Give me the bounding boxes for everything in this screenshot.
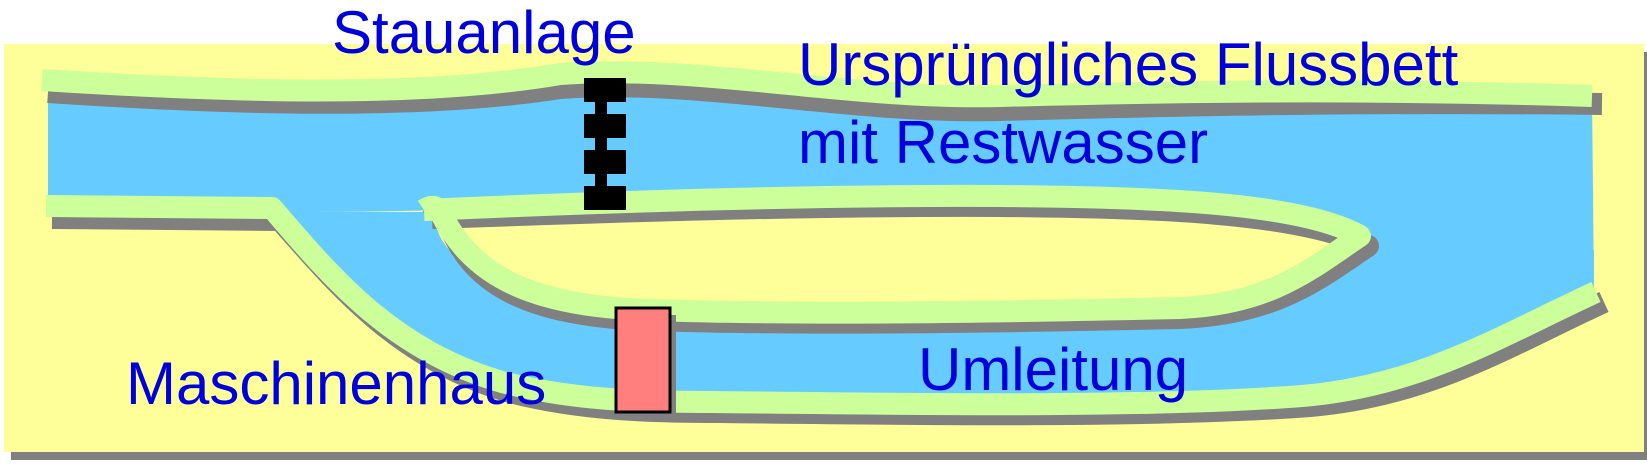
- dam-block-1: [584, 78, 626, 102]
- dam-block-3: [584, 150, 626, 174]
- dam-label: Stauanlage: [332, 0, 636, 66]
- dam-block-2: [584, 114, 626, 138]
- diversion-label: Umleitung: [918, 336, 1188, 403]
- dam-block-4: [584, 186, 626, 210]
- island: [440, 197, 1360, 313]
- riverbanks: [41, 61, 1601, 416]
- diversion-channel-water: [272, 210, 1594, 403]
- dam-structure: [584, 78, 626, 210]
- dam-shaft: [595, 78, 607, 210]
- island-bank: [417, 184, 1371, 324]
- original-riverbed-label-line1: Ursprüngliches Flussbett: [798, 31, 1459, 98]
- powerhouse-label: Maschinenhaus: [126, 350, 546, 417]
- south-bank: [45, 195, 1601, 416]
- powerhouse: [614, 306, 672, 414]
- north-bank: [41, 61, 1593, 108]
- original-riverbed-label-line2: mit Restwasser: [798, 109, 1208, 176]
